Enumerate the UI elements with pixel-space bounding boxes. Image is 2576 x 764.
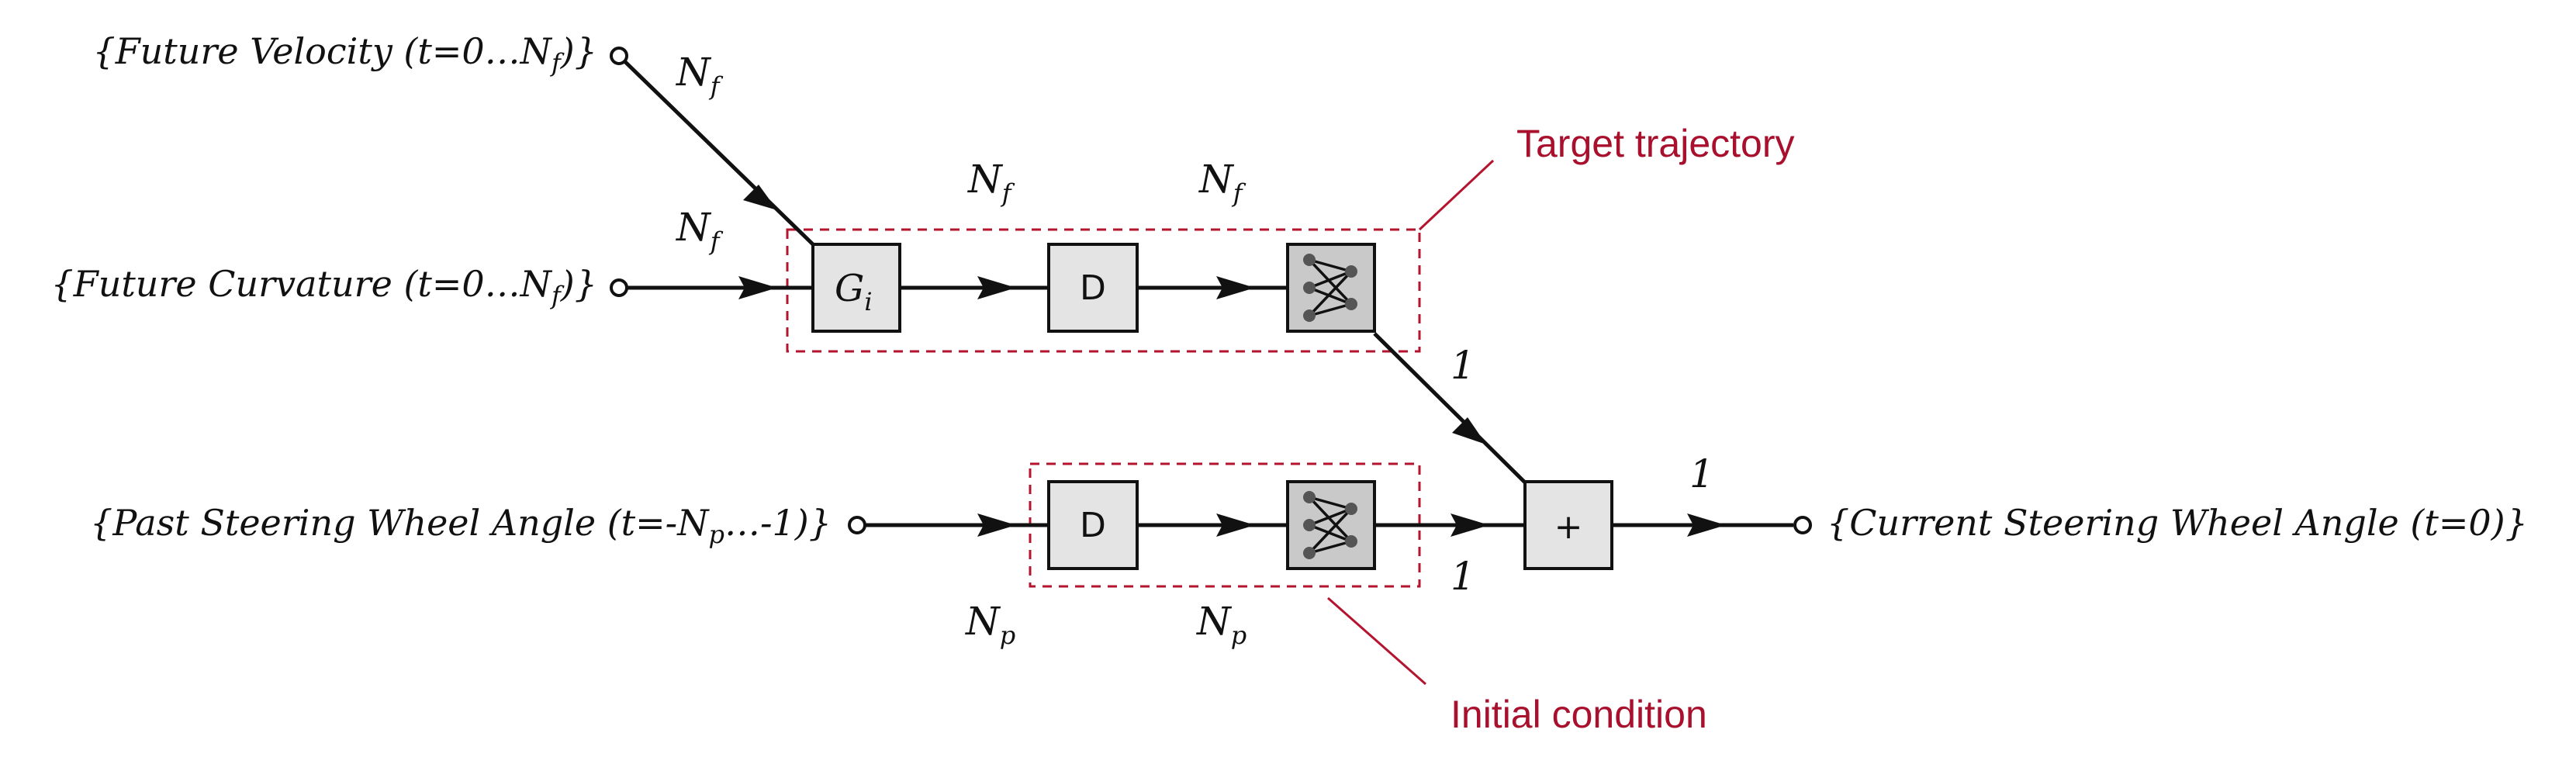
input-past-steering-angle-label: {Past Steering Wheel Angle (t=-Np…-1)} [90, 502, 832, 549]
target-trajectory-annotation: Target trajectory [1516, 122, 1794, 165]
arrowhead-curvature [738, 276, 777, 299]
wire-velocity-to-g [617, 54, 814, 246]
arrowhead-past-to-d [977, 513, 1016, 537]
g-block [811, 243, 901, 333]
dim-np-d-to-nn: Np [1196, 599, 1247, 650]
dim-one-nn-top: 1 [1451, 343, 1475, 388]
initial-condition-annotation: Initial condition [1451, 693, 1707, 736]
sum-block [1523, 480, 1613, 570]
delay-block-top-label: D [1080, 268, 1106, 308]
dim-one-nn-bottom: 1 [1451, 554, 1475, 599]
dim-nf-velocity: Nf [676, 50, 724, 101]
input-future-velocity-label: {Future Velocity (t=0…Nf)} [92, 30, 597, 78]
arrowhead-d-to-nn-top [1216, 276, 1255, 299]
initial-condition-leader [1327, 596, 1426, 686]
terminal-past-angle [848, 516, 866, 534]
arrowhead-nn-bottom-to-sum [1451, 513, 1489, 537]
wire-nn-top-to-sum [1373, 332, 1527, 484]
dim-one-output: 1 [1689, 451, 1714, 496]
dim-np-past: Np [965, 599, 1015, 650]
arrowhead-g-to-d [977, 276, 1016, 299]
terminal-future-curvature [610, 278, 628, 297]
delay-block-top [1047, 243, 1139, 333]
nn-block-bottom-frame [1286, 480, 1376, 570]
input-future-curvature-label: {Future Curvature (t=0…Nf)} [51, 263, 597, 310]
arrowhead-velocity [743, 185, 777, 210]
dim-nf-g-to-d: Nf [967, 157, 1015, 208]
terminal-output [1793, 516, 1812, 534]
g-block-label: Gi [835, 267, 873, 316]
terminal-future-velocity [610, 47, 628, 65]
neural-network-icon [1303, 254, 1357, 322]
arrowhead-d-to-nn-bottom [1216, 513, 1255, 537]
target-trajectory-leader [1418, 159, 1495, 231]
arrowhead-sum-to-output [1687, 513, 1726, 537]
dim-nf-d-to-nn: Nf [1198, 157, 1247, 208]
neural-network-block-top [1286, 243, 1376, 333]
neural-network-block-bottom [1286, 480, 1376, 570]
target-trajectory-group [786, 228, 1421, 353]
sum-block-label: + [1554, 507, 1583, 547]
dim-nf-curvature: Nf [676, 205, 724, 256]
arrowhead-nn-top-to-sum [1452, 417, 1486, 444]
delay-block-bottom [1047, 480, 1139, 570]
delay-block-bottom-label: D [1080, 506, 1106, 545]
nn-block-top-frame [1286, 243, 1376, 333]
output-current-steering-angle-label: {Current Steering Wheel Angle (t=0)} [1827, 502, 2528, 544]
neural-network-icon [1303, 491, 1357, 559]
